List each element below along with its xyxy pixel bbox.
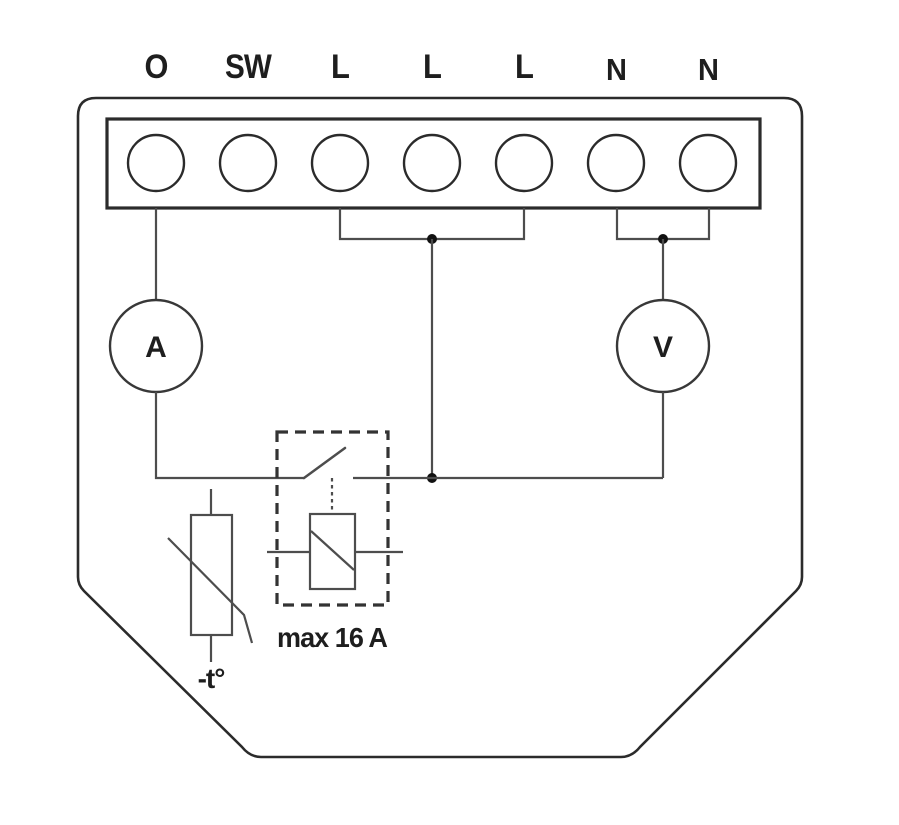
terminal-hole-l2 [402,133,462,193]
temperature-sensor-label: -t° [198,663,225,694]
voltmeter-label: V [653,331,673,364]
relay-dashed-box [275,430,390,607]
terminal-hole-l3 [494,133,554,193]
thermistor-body [189,513,234,637]
terminal-label-l2: L [423,48,441,86]
terminal-label-n1: N [606,52,626,87]
terminal-label-n2: N [698,52,718,87]
terminal-label-l3: L [515,48,533,86]
device-outline [76,96,804,759]
terminal-label-o: O [145,48,168,86]
terminal-hole-n1 [586,133,646,193]
ammeter-label: A [145,331,167,364]
terminal-label-sw: SW [225,48,273,86]
thermistor-strike-line [167,537,254,644]
relay-coil-diagonal [310,530,355,571]
wire-ammeter-to-switch [154,392,304,480]
terminal-hole-sw [218,133,278,193]
relay-switch-blade [302,446,347,480]
terminal-hole-l1 [310,133,370,193]
terminal-hole-o [126,133,186,193]
terminal-hole-n2 [678,133,738,193]
relay-rating-label: max 16 A [277,622,388,653]
terminal-label-l1: L [331,48,349,86]
